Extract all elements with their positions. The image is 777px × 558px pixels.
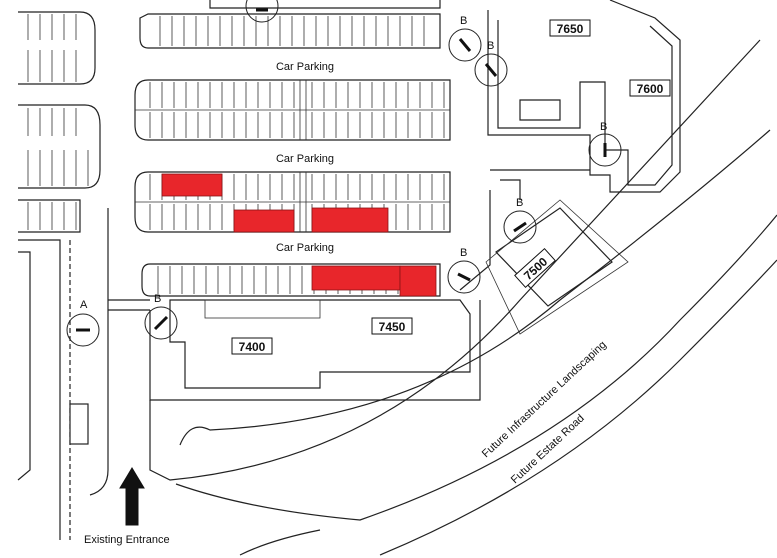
gate-label: B <box>487 40 494 52</box>
building-label-7400: 7400 <box>231 337 273 355</box>
gate-b <box>474 53 508 87</box>
gate-b <box>588 133 622 167</box>
gate-a <box>66 313 100 347</box>
building-7500-outline <box>495 207 613 307</box>
gate-b <box>503 210 537 244</box>
parking-row-2 <box>134 79 451 141</box>
access-road-left <box>17 208 150 540</box>
building-label-7450: 7450 <box>371 317 413 335</box>
svg-text:7650: 7650 <box>557 22 584 36</box>
parking-label: Car Parking <box>276 153 334 165</box>
parking-row-4 <box>141 263 441 297</box>
gate-label: B <box>600 121 607 133</box>
parking-row-3 <box>134 171 451 233</box>
gate-b <box>448 28 482 62</box>
building-label-7650: 7650 <box>549 19 591 37</box>
gate-b <box>144 306 178 340</box>
entrance-label: Existing Entrance <box>84 534 170 546</box>
reserved-bay-block <box>399 265 437 297</box>
svg-text:7600: 7600 <box>637 82 664 96</box>
gate-top <box>245 0 279 23</box>
gate-label: B <box>154 293 161 305</box>
gate-label: B <box>516 197 523 209</box>
reserved-bay-block <box>233 209 295 233</box>
gate-label: B <box>460 15 467 27</box>
gatehouse-building <box>69 403 89 445</box>
gate-label: A <box>80 299 88 311</box>
gate-label: B <box>460 247 467 259</box>
svg-text:7450: 7450 <box>379 320 406 334</box>
reserved-bays <box>161 173 437 297</box>
reserved-bay-block <box>311 265 401 291</box>
reserved-bay-block <box>161 173 223 197</box>
gates <box>66 0 622 347</box>
parking-label: Car Parking <box>276 61 334 73</box>
road-curves <box>149 39 777 556</box>
reserved-bay-block <box>311 207 389 233</box>
landscaping-road-label: Future Infrastructure Landscaping <box>480 339 609 460</box>
parking-row-1 <box>139 0 441 49</box>
parking-label: Car Parking <box>276 242 334 254</box>
svg-text:7400: 7400 <box>239 340 266 354</box>
gate-b <box>447 260 481 294</box>
entrance-arrow-icon <box>119 467 145 526</box>
building-label-7600: 7600 <box>629 79 671 97</box>
left-edge-bays <box>18 11 101 233</box>
